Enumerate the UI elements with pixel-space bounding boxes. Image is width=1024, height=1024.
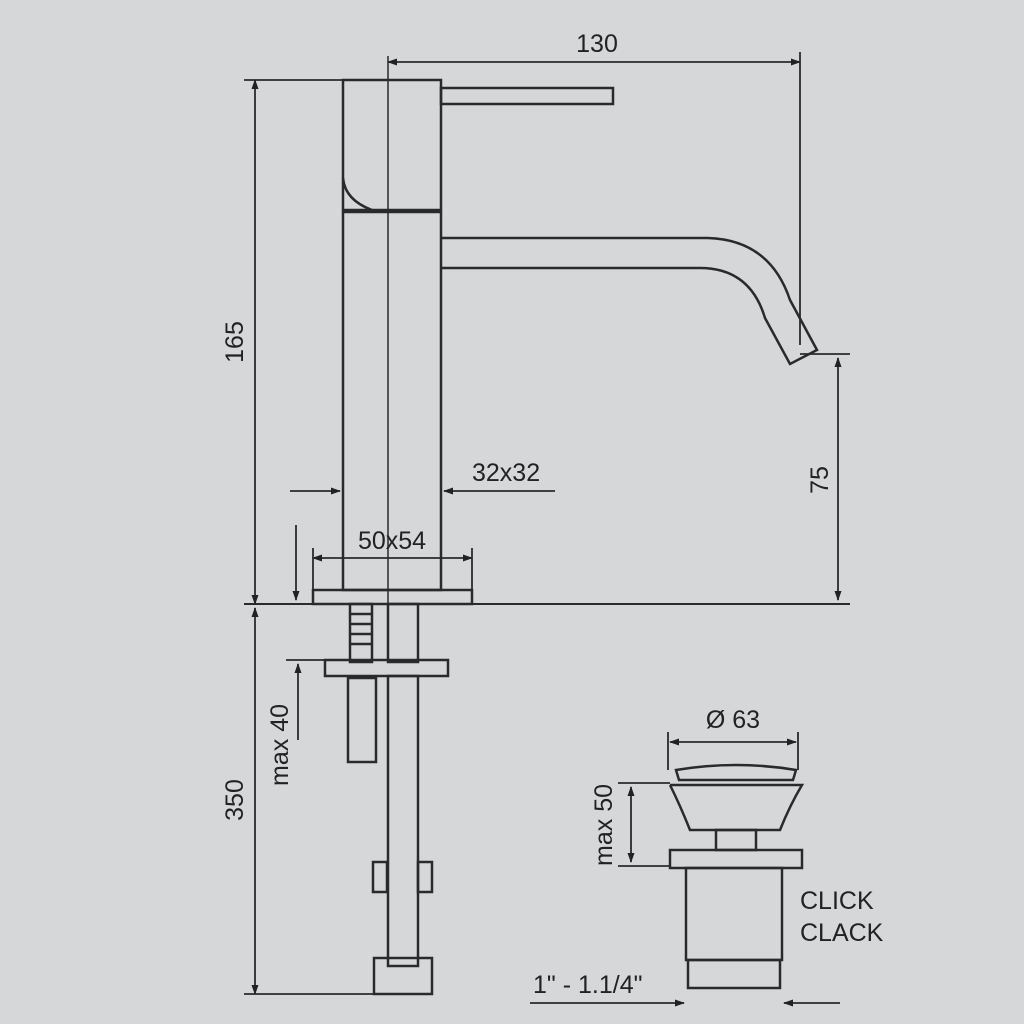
under-counter-parts bbox=[323, 602, 450, 996]
fixing-nut bbox=[346, 676, 378, 764]
dim-50x54: 50x54 bbox=[358, 527, 426, 555]
dim-75: 75 bbox=[806, 466, 834, 494]
waste-body-top bbox=[714, 828, 758, 852]
hose-connector bbox=[386, 602, 420, 664]
dim-130: 130 bbox=[576, 30, 618, 58]
base-plate bbox=[311, 588, 474, 606]
dimension-lines bbox=[244, 52, 850, 1007]
dim-diameter-63: Ø 63 bbox=[706, 706, 760, 734]
clack-label: CLACK bbox=[800, 919, 884, 947]
handle-lever bbox=[439, 86, 615, 106]
waste-body bbox=[684, 866, 784, 962]
dim-max-50: max 50 bbox=[590, 784, 618, 866]
dim-max-40: max 40 bbox=[266, 704, 294, 786]
waste-cap bbox=[674, 763, 798, 782]
spout bbox=[441, 236, 819, 366]
housing-chamfer bbox=[341, 177, 373, 212]
dim-350: 350 bbox=[221, 779, 249, 821]
supply-hoses bbox=[386, 674, 420, 968]
hose-clip-left bbox=[371, 860, 389, 894]
dim-thread-size: 1" - 1.1/4" bbox=[533, 971, 642, 999]
waste-thread bbox=[686, 958, 782, 990]
faucet-body bbox=[311, 56, 819, 606]
lever-housing bbox=[341, 78, 443, 212]
click-label: CLICK bbox=[800, 887, 874, 915]
click-clack-waste bbox=[668, 763, 805, 990]
dimension-labels: 130 165 75 32x32 50x54 350 max 40 Ø 63 m… bbox=[221, 30, 884, 999]
hose-end-fitting bbox=[372, 956, 434, 996]
fixing-plate bbox=[323, 658, 450, 678]
waste-nut bbox=[668, 848, 804, 870]
hose-clip-right bbox=[416, 860, 434, 894]
waste-flange bbox=[668, 783, 805, 832]
dim-165: 165 bbox=[221, 321, 249, 363]
dim-32x32: 32x32 bbox=[472, 459, 540, 487]
